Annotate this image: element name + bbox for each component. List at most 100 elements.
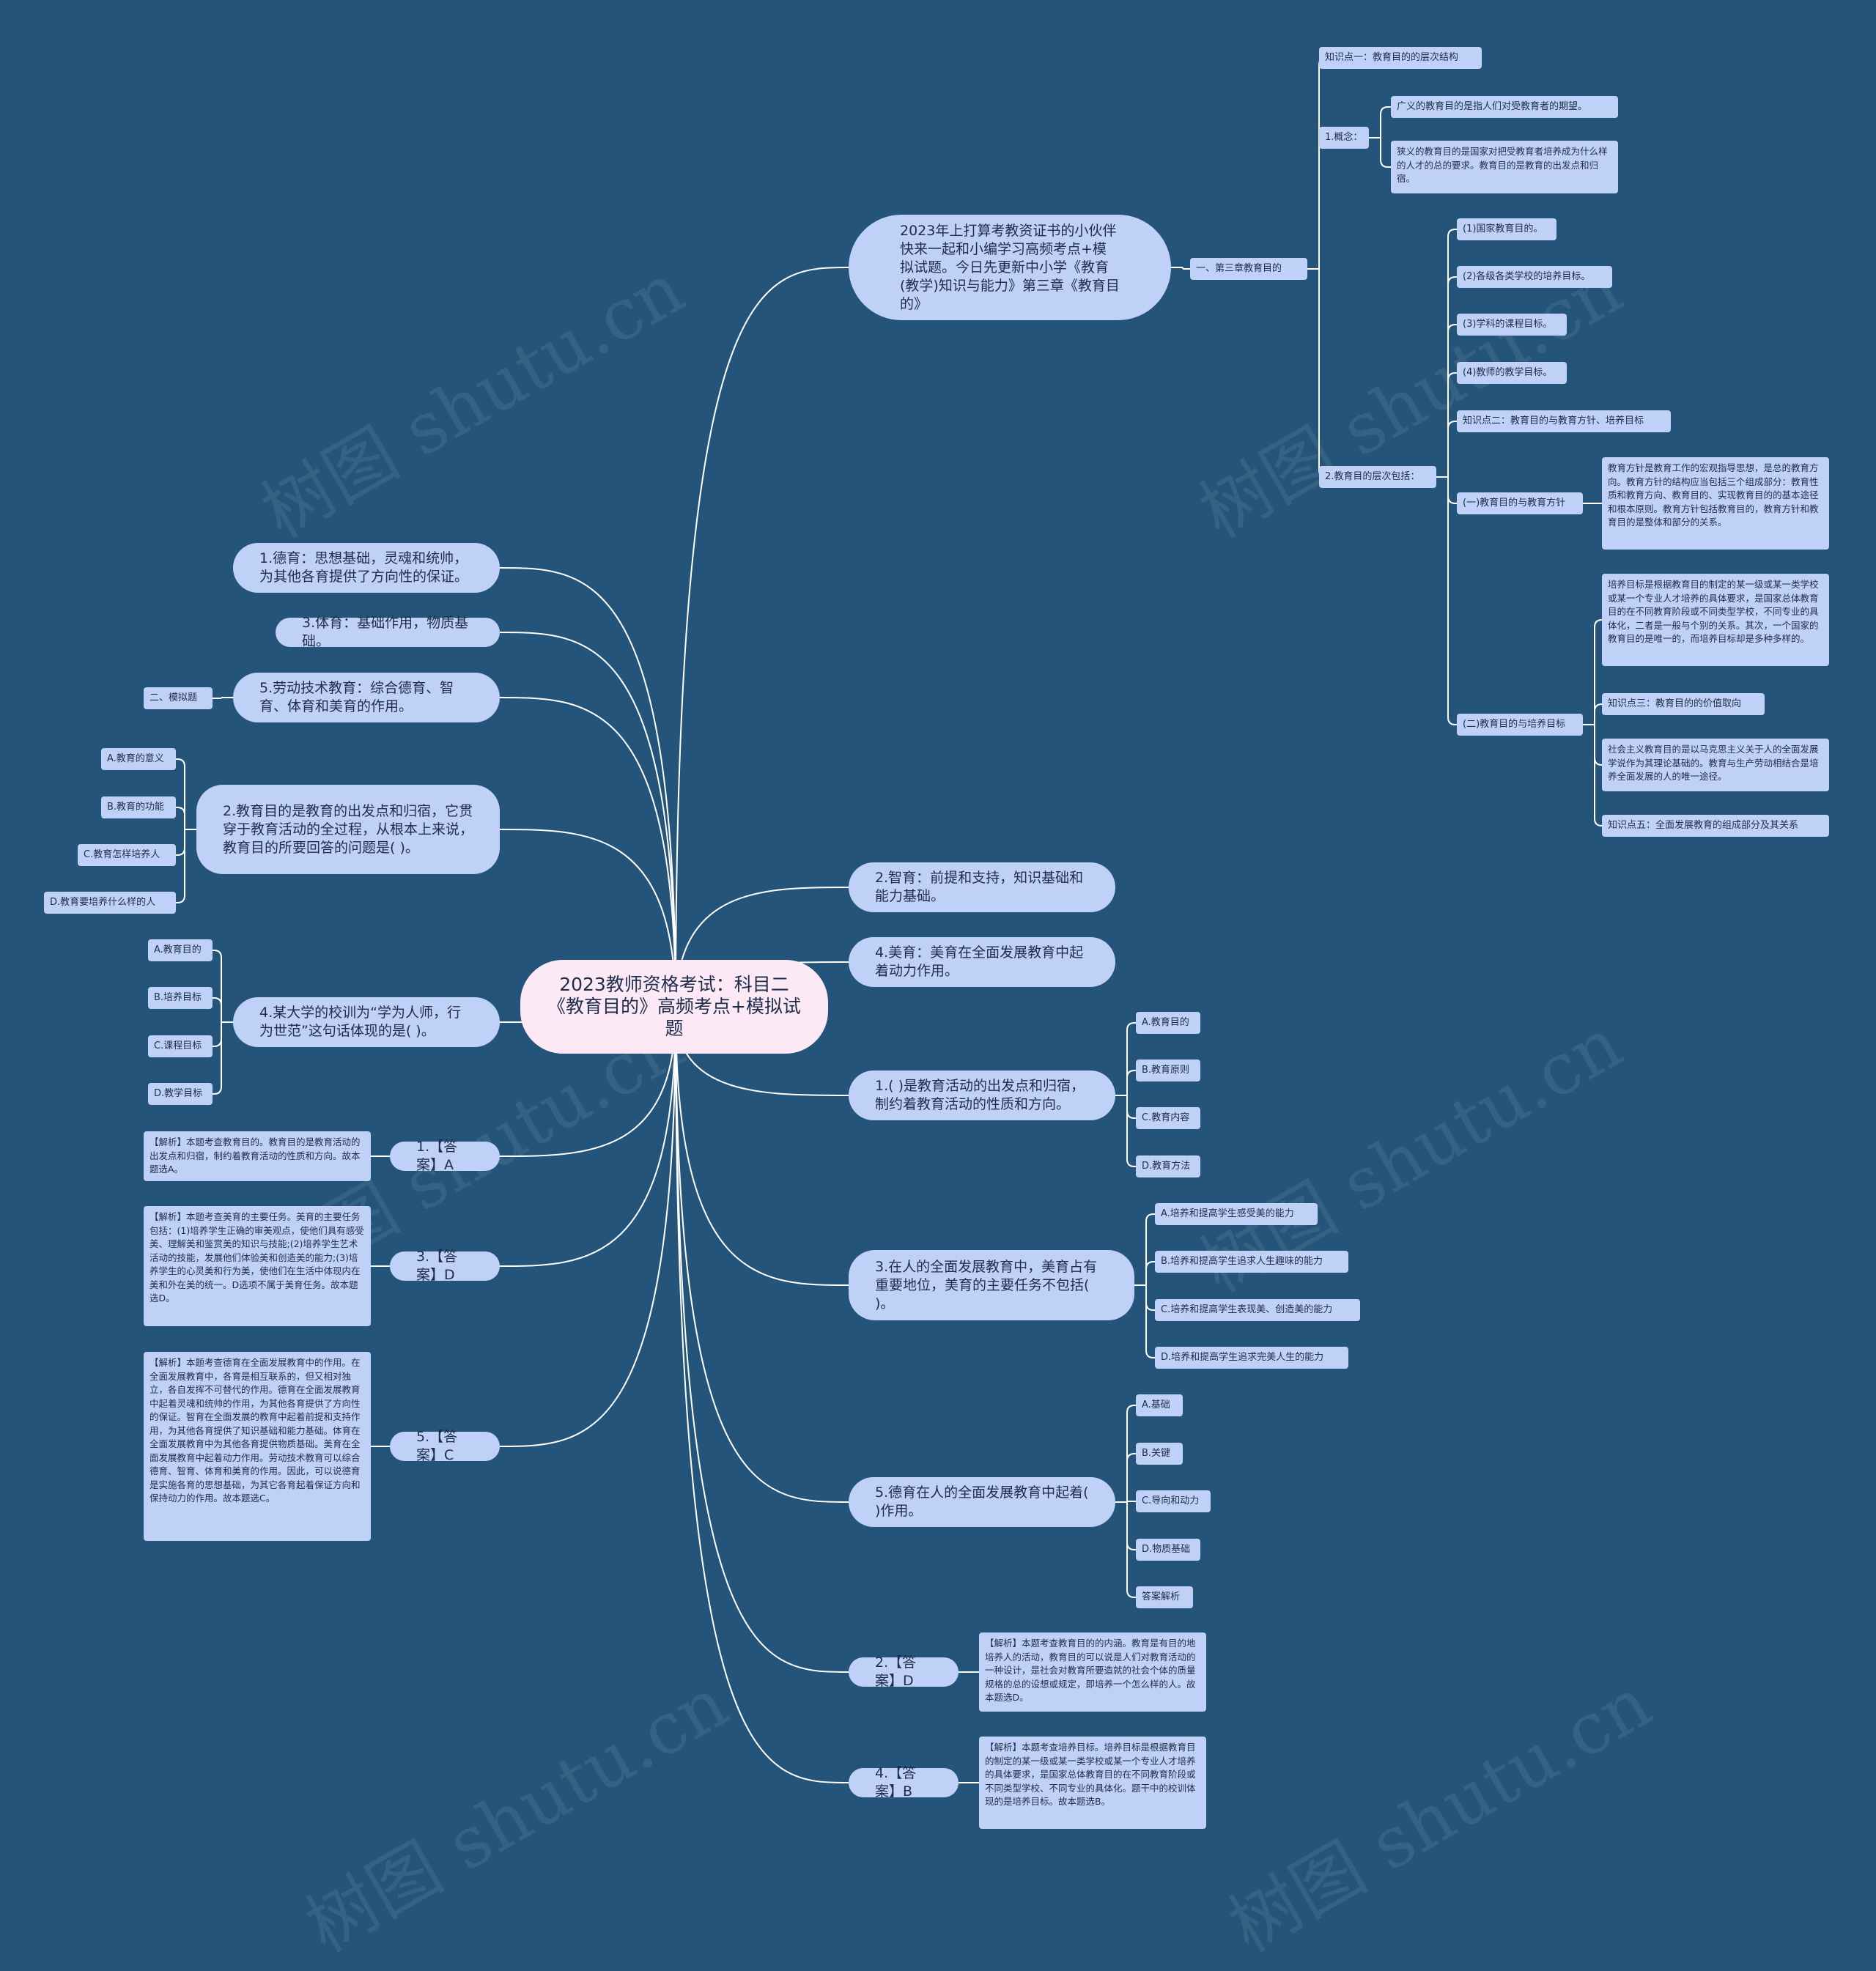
q5-option-a[interactable]: A.基础 [1136,1394,1183,1416]
connector-line [213,1022,222,1047]
connector-line [1126,1502,1136,1550]
connector-line [675,1009,849,1503]
levels-node[interactable]: 2.教育目的层次包括： [1319,466,1436,488]
connector-line [1126,1095,1136,1119]
connector-line [499,567,676,1010]
answer-1-explanation[interactable]: 【解析】本题考查教育目的。教育目的是教育活动的出发点和归宿，制约着教育活动的性质… [144,1131,371,1181]
knowledge-point-1[interactable]: 知识点一：教育目的的层次结构 [1319,47,1482,69]
goal-text[interactable]: 培养目标是根据教育目的制定的某一级或某一类学校或某一个专业人才培养的具体要求，是… [1602,574,1829,666]
concept-broad[interactable]: 广义的教育目的是指人们对受教育者的期望。 [1391,96,1618,118]
root-topic[interactable]: 2023教师资格考试：科目二《教育目的》高频考点+模拟试题 [520,960,828,1054]
policy-node[interactable]: (一)教育目的与教育方针 [1457,492,1583,514]
knowledge-point-2[interactable]: 知识点二：教育目的与教育方针、培养目标 [1457,410,1671,432]
knowledge-point-5[interactable]: 知识点五：全面发展教育的组成部分及其关系 [1602,815,1829,837]
connector-line [675,267,849,1010]
intro-node[interactable]: 2023年上打算考教资证书的小伙伴快来一起和小编学习高频考点+模拟试题。今日先更… [849,215,1171,320]
connector-line [213,1022,222,1095]
concept-narrow[interactable]: 狭义的教育目的是国家对把受教育者培养成为什么样的人才的总的要求。教育目的是教育的… [1391,141,1618,193]
meiyu-node[interactable]: 4.美育：美育在全面发展教育中起着动力作用。 [849,937,1115,987]
connector-line [1126,1022,1136,1095]
socialist-text[interactable]: 社会主义教育目的是以马克思主义关于人的全面发展学说作为其理论基础的。教育与生产劳… [1602,739,1829,791]
concept-node[interactable]: 1.概念： [1319,127,1369,149]
answer-5-explanation[interactable]: 【解析】本题考查德育在全面发展教育中的作用。在全面发展教育中，各育是相互联系的，… [144,1352,371,1541]
q5-answer-analysis[interactable]: 答案解析 [1136,1586,1193,1608]
level-item-3[interactable]: (3)学科的课程目标。 [1457,314,1567,336]
q3-option-d[interactable]: D.培养和提高学生追求完美人生的能力 [1155,1347,1348,1369]
answer-3-node[interactable]: 3.【答案】D [390,1249,500,1283]
q5-option-d[interactable]: D.物质基础 [1136,1539,1200,1561]
connector-line [1594,619,1603,725]
q3-option-a[interactable]: A.培养和提高学生感受美的能力 [1155,1203,1318,1225]
connector-line [675,1009,849,1783]
connector-line [1380,138,1391,168]
connector-line [1594,703,1603,725]
q5-option-c[interactable]: C.导向和动力 [1136,1490,1211,1512]
q2-option-a[interactable]: A.教育的意义 [101,748,176,770]
q4-option-a[interactable]: A.教育目的 [148,939,213,961]
question-5-node[interactable]: 5.德育在人的全面发展教育中起着( )作用。 [849,1477,1115,1527]
laodong-node[interactable]: 5.劳动技术教育：综合德育、智育、体育和美育的作用。 [233,673,500,722]
answer-3-explanation[interactable]: 【解析】本题考查美育的主要任务。美育的主要任务包括：(1)培养学生正确的审美观点… [144,1206,371,1326]
q1-option-a[interactable]: A.教育目的 [1136,1012,1200,1034]
q1-option-d[interactable]: D.教育方法 [1136,1155,1200,1177]
answer-2-explanation[interactable]: 【解析】本题考查教育目的的内涵。教育是有目的地培养人的活动，教育目的可以说是人们… [979,1632,1206,1712]
connector-line [1126,1405,1136,1502]
connector-line [1145,1285,1155,1358]
connector-line [1318,137,1327,269]
connector-line [1126,1453,1136,1502]
q4-option-d[interactable]: D.教学目标 [148,1083,213,1105]
deyu-node[interactable]: 1.德育：思想基础，灵魂和统帅，为其他各育提供了方向性的保证。 [233,543,500,593]
q5-option-b[interactable]: B.关键 [1136,1443,1183,1465]
q1-option-b[interactable]: B.教育原则 [1136,1060,1200,1081]
q3-option-c[interactable]: C.培养和提高学生表现美、创造美的能力 [1155,1299,1360,1321]
level-item-1[interactable]: (1)国家教育目的。 [1457,218,1556,240]
connector-line [499,1009,676,1267]
question-3-node[interactable]: 3.在人的全面发展教育中，美育占有重要地位，美育的主要任务不包括( )。 [849,1250,1134,1320]
answer-4-node[interactable]: 4.【答案】B [849,1765,959,1800]
knowledge-point-3[interactable]: 知识点三：教育目的的价值取向 [1602,693,1765,715]
connector-line [176,829,185,903]
chapter-node[interactable]: 一、第三章教育目的 [1190,258,1307,280]
question-2-node[interactable]: 2.教育目的是教育的出发点和归宿，它贯穿于教育活动的全过程，从根本上来说，教育目… [196,785,500,874]
connector-line [499,697,676,1010]
q4-option-b[interactable]: B.培养目标 [148,987,213,1009]
q2-option-d[interactable]: D.教育要培养什么样的人 [44,892,176,914]
policy-text[interactable]: 教育方针是教育工作的宏观指导思想，是总的教育方向。教育方针的结构应当包括三个组成… [1602,457,1829,550]
mock-exam-node[interactable]: 二、模拟题 [144,687,213,709]
connector-line [1318,57,1327,269]
question-1-node[interactable]: 1.( )是教育活动的出发点和归宿，制约着教育活动的性质和方向。 [849,1070,1115,1120]
connector-line [1447,372,1457,477]
connector-line [176,829,185,856]
zhiyu-node[interactable]: 2.智育：前提和支持，知识基础和能力基础。 [849,862,1115,912]
connector-line [675,1009,849,1286]
answer-4-explanation[interactable]: 【解析】本题考查培养目标。培养目标是根据教育目的制定的某一级或某一类学校或某一个… [979,1737,1206,1829]
q1-option-c[interactable]: C.教育内容 [1136,1107,1200,1129]
level-item-2[interactable]: (2)各级各类学校的培养目标。 [1457,266,1612,288]
connector-line [1145,1285,1155,1311]
connector-line [1447,324,1457,477]
connector-line [499,829,676,1010]
question-4-node[interactable]: 4.某大学的校训为“学为人师，行为世范”这句话体现的是( )。 [233,997,500,1047]
level-item-4[interactable]: (4)教师的教学目标。 [1457,362,1567,384]
connector-line [176,807,185,829]
connector-line [499,632,676,1010]
connector-line [1447,229,1457,477]
connector-line [1594,725,1603,827]
tiyu-node[interactable]: 3.体育：基础作用，物质基础。 [276,615,500,649]
answer-2-node[interactable]: 2.【答案】D [849,1654,959,1689]
answer-1-node[interactable]: 1.【答案】A [390,1139,500,1173]
answer-5-node[interactable]: 5.【答案】C [390,1429,500,1463]
connector-line [675,1009,849,1673]
connector-line [1447,276,1457,477]
connector-line [1145,1261,1155,1285]
connector-line [499,1009,676,1157]
q2-option-b[interactable]: B.教育的功能 [101,796,176,818]
connector-line [1145,1213,1155,1285]
q2-option-c[interactable]: C.教育怎样培养人 [78,844,176,866]
connector-line [1318,269,1327,478]
q3-option-b[interactable]: B.培养和提高学生追求人生趣味的能力 [1155,1251,1348,1273]
goal-node[interactable]: (二)教育目的与培养目标 [1457,714,1583,736]
connector-line [1447,477,1457,504]
connector-line [1182,267,1190,270]
q4-option-c[interactable]: C.课程目标 [148,1035,213,1057]
